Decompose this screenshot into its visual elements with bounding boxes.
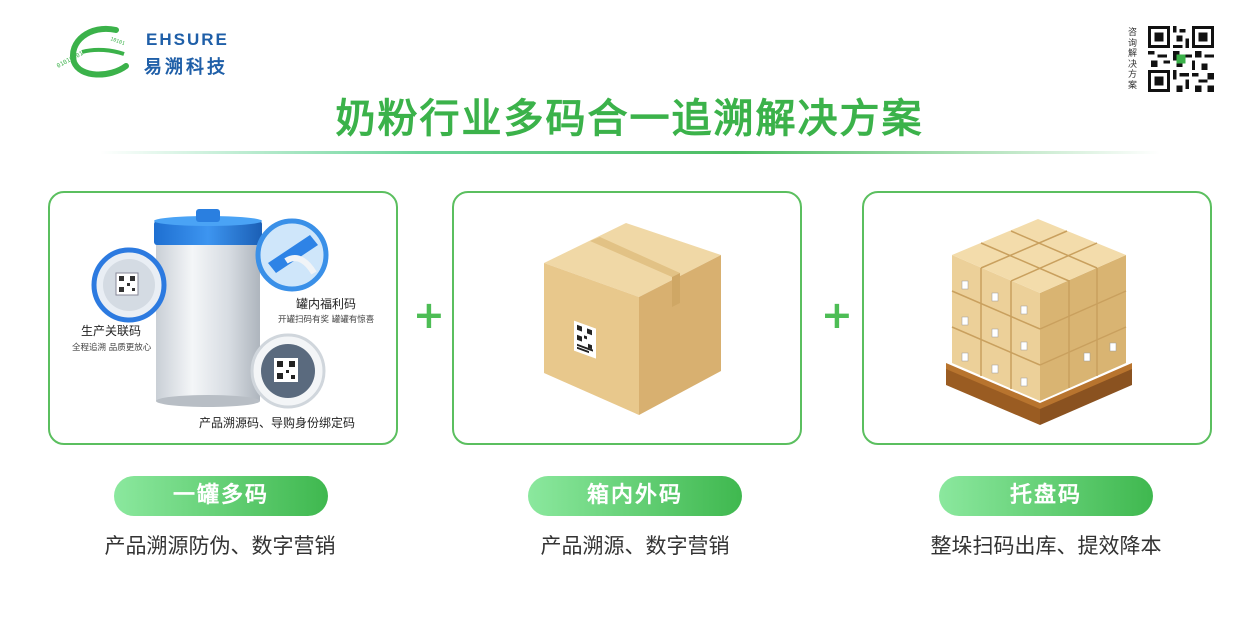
label-traceability-code: 产品溯源码、导购身份绑定码 xyxy=(199,416,356,430)
desc-pallet-codes: 整垛扫码出库、提效降本 xyxy=(930,534,1162,558)
qr-consult-block[interactable]: 咨询解决方案 xyxy=(1128,26,1218,94)
brand-logo: 01010101 10101 EHSURE 易溯科技 xyxy=(52,22,252,82)
pallet-stack-illustration xyxy=(946,219,1132,425)
sub-production-code: 全程追溯 品质更放心 xyxy=(72,343,152,353)
page-title: 奶粉行业多码合一追溯解决方案 xyxy=(335,96,924,142)
pill-carton-codes: 箱内外码 xyxy=(528,476,742,516)
milk-can-illustration xyxy=(91,209,329,409)
pill-pallet-codes: 托盘码 xyxy=(939,476,1153,516)
qr-code-icon[interactable] xyxy=(1148,26,1214,92)
title-divider xyxy=(100,151,1160,154)
desc-can-codes: 产品溯源防伪、数字营销 xyxy=(104,534,336,558)
logo-name-cn: 易溯科技 xyxy=(144,57,228,78)
label-inside-code: 罐内福利码 xyxy=(296,297,357,311)
sub-inside-code: 开罐扫码有奖 罐罐有惊喜 xyxy=(278,315,375,325)
label-production-code: 生产关联码 xyxy=(81,324,142,338)
plus-operator-2: + xyxy=(821,293,853,337)
carton-box-illustration xyxy=(544,223,721,415)
logo-name-en: EHSURE xyxy=(146,30,229,49)
desc-carton-codes: 产品溯源、数字营销 xyxy=(540,534,730,558)
plus-operator-1: + xyxy=(413,293,445,337)
panel-carton-codes xyxy=(452,191,802,445)
svg-text:10101: 10101 xyxy=(109,36,125,47)
qr-label: 咨询解决方案 xyxy=(1128,28,1138,91)
pill-can-codes: 一罐多码 xyxy=(114,476,328,516)
panel-can-codes: 生产关联码 全程追溯 品质更放心 罐内福利码 开罐扫码有奖 罐罐有惊喜 产品溯源… xyxy=(48,191,398,445)
panel-pallet-codes xyxy=(862,191,1212,445)
ehsure-e-icon: 01010101 10101 xyxy=(56,25,129,78)
